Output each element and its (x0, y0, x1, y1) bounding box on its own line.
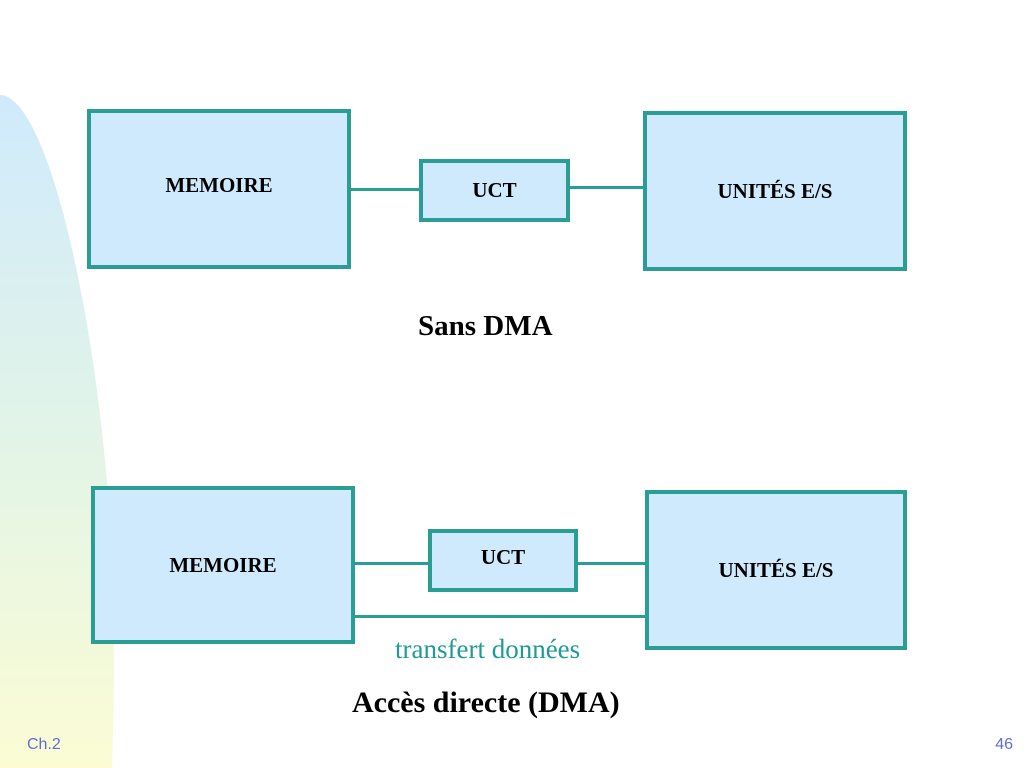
memory-cpu-link (351, 188, 419, 191)
memory-io-direct-link (355, 615, 645, 618)
cpu-label: UCT (472, 178, 517, 202)
page-number: 46 (995, 736, 1013, 753)
memory-label: MEMOIRE (165, 172, 273, 197)
cpu-box: UCT (419, 159, 570, 222)
caption-without-dma: Sans DMA (418, 310, 553, 342)
cpu-io-link (578, 562, 645, 565)
io-units-box: UNITÉS E/S (645, 490, 907, 650)
io-units-label: UNITÉS E/S (718, 557, 834, 582)
direct-transfer-label: transfert données (395, 634, 581, 664)
memory-cpu-link (355, 562, 428, 565)
memory-box: MEMOIRE (87, 109, 351, 269)
cpu-box: UCT (428, 529, 578, 592)
chapter-label: Ch.2 (27, 736, 61, 753)
io-units-label: UNITÉS E/S (717, 178, 833, 203)
caption-with-dma: Accès directe (DMA) (352, 686, 620, 719)
io-units-box: UNITÉS E/S (643, 111, 907, 271)
cpu-label: UCT (480, 545, 526, 569)
cpu-io-link (570, 186, 643, 189)
memory-label: MEMOIRE (169, 552, 277, 577)
memory-box: MEMOIRE (91, 486, 355, 644)
